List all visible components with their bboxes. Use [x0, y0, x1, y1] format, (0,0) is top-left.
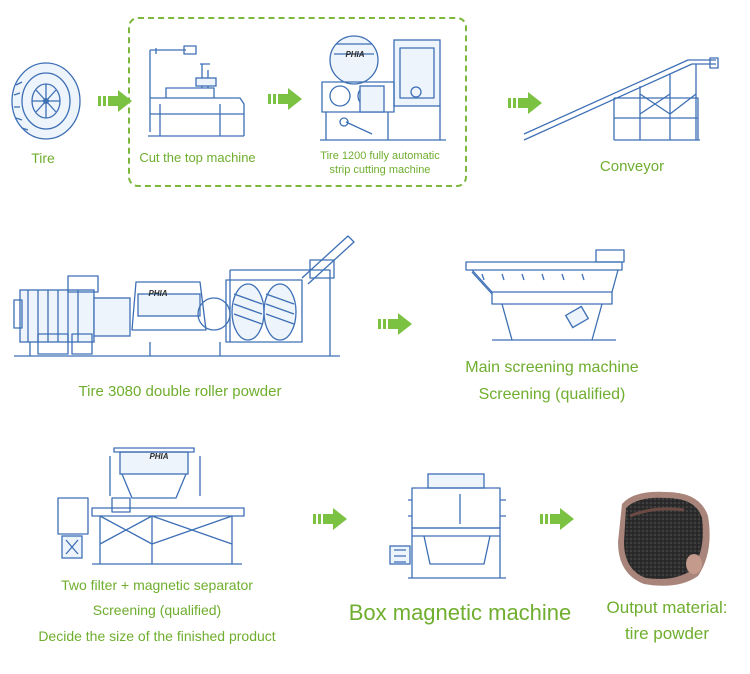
- cut-top-machine-label: Cut the top machine: [139, 150, 256, 165]
- arrow-3: [508, 92, 542, 114]
- box-magnetic-label: Box magnetic machine: [348, 600, 572, 625]
- arrow-4: [378, 313, 412, 335]
- filter-separator-label-line3: Decide the size of the finished product: [38, 628, 276, 644]
- arrow-1: [98, 90, 132, 112]
- strip-cutting-machine-icon: [320, 35, 446, 141]
- main-screening-label-line1: Main screening machine: [465, 359, 639, 376]
- tire-label: Tire: [31, 150, 55, 166]
- filter-separator-machine-icon: [57, 447, 245, 565]
- arrow-2: [268, 88, 302, 110]
- conveyor-icon: [523, 57, 719, 141]
- arrow-5: [313, 508, 347, 530]
- filter-separator-brand-logo: PHIA: [149, 452, 169, 461]
- double-roller-brand-logo: PHIA: [148, 289, 168, 298]
- filter-separator-label-line1: Two filter + magnetic separator: [61, 577, 253, 593]
- main-screening-label-line2: Screening (qualified): [478, 386, 626, 403]
- tire-powder-photo: [618, 491, 710, 586]
- strip-cutting-label-line1: Tire 1200 fully automatic: [320, 150, 440, 162]
- cut-top-machine-icon: [148, 45, 245, 137]
- strip-cutting-label-line2: strip cutting machine: [329, 164, 431, 176]
- box-magnetic-machine-icon: [389, 473, 506, 579]
- double-roller-machine-icon: [13, 235, 355, 357]
- double-roller-label: Tire 3080 double roller powder: [78, 383, 282, 400]
- strip-cutting-brand-logo: PHIA: [345, 50, 365, 59]
- output-label-line1: Output material:: [606, 598, 728, 617]
- main-screening-machine-icon: [465, 249, 625, 341]
- arrow-6: [540, 508, 574, 530]
- output-label-line2: tire powder: [624, 624, 710, 643]
- conveyor-label: Conveyor: [599, 158, 665, 175]
- tire-icon: [11, 62, 81, 140]
- filter-separator-label-line2: Screening (qualified): [92, 602, 222, 618]
